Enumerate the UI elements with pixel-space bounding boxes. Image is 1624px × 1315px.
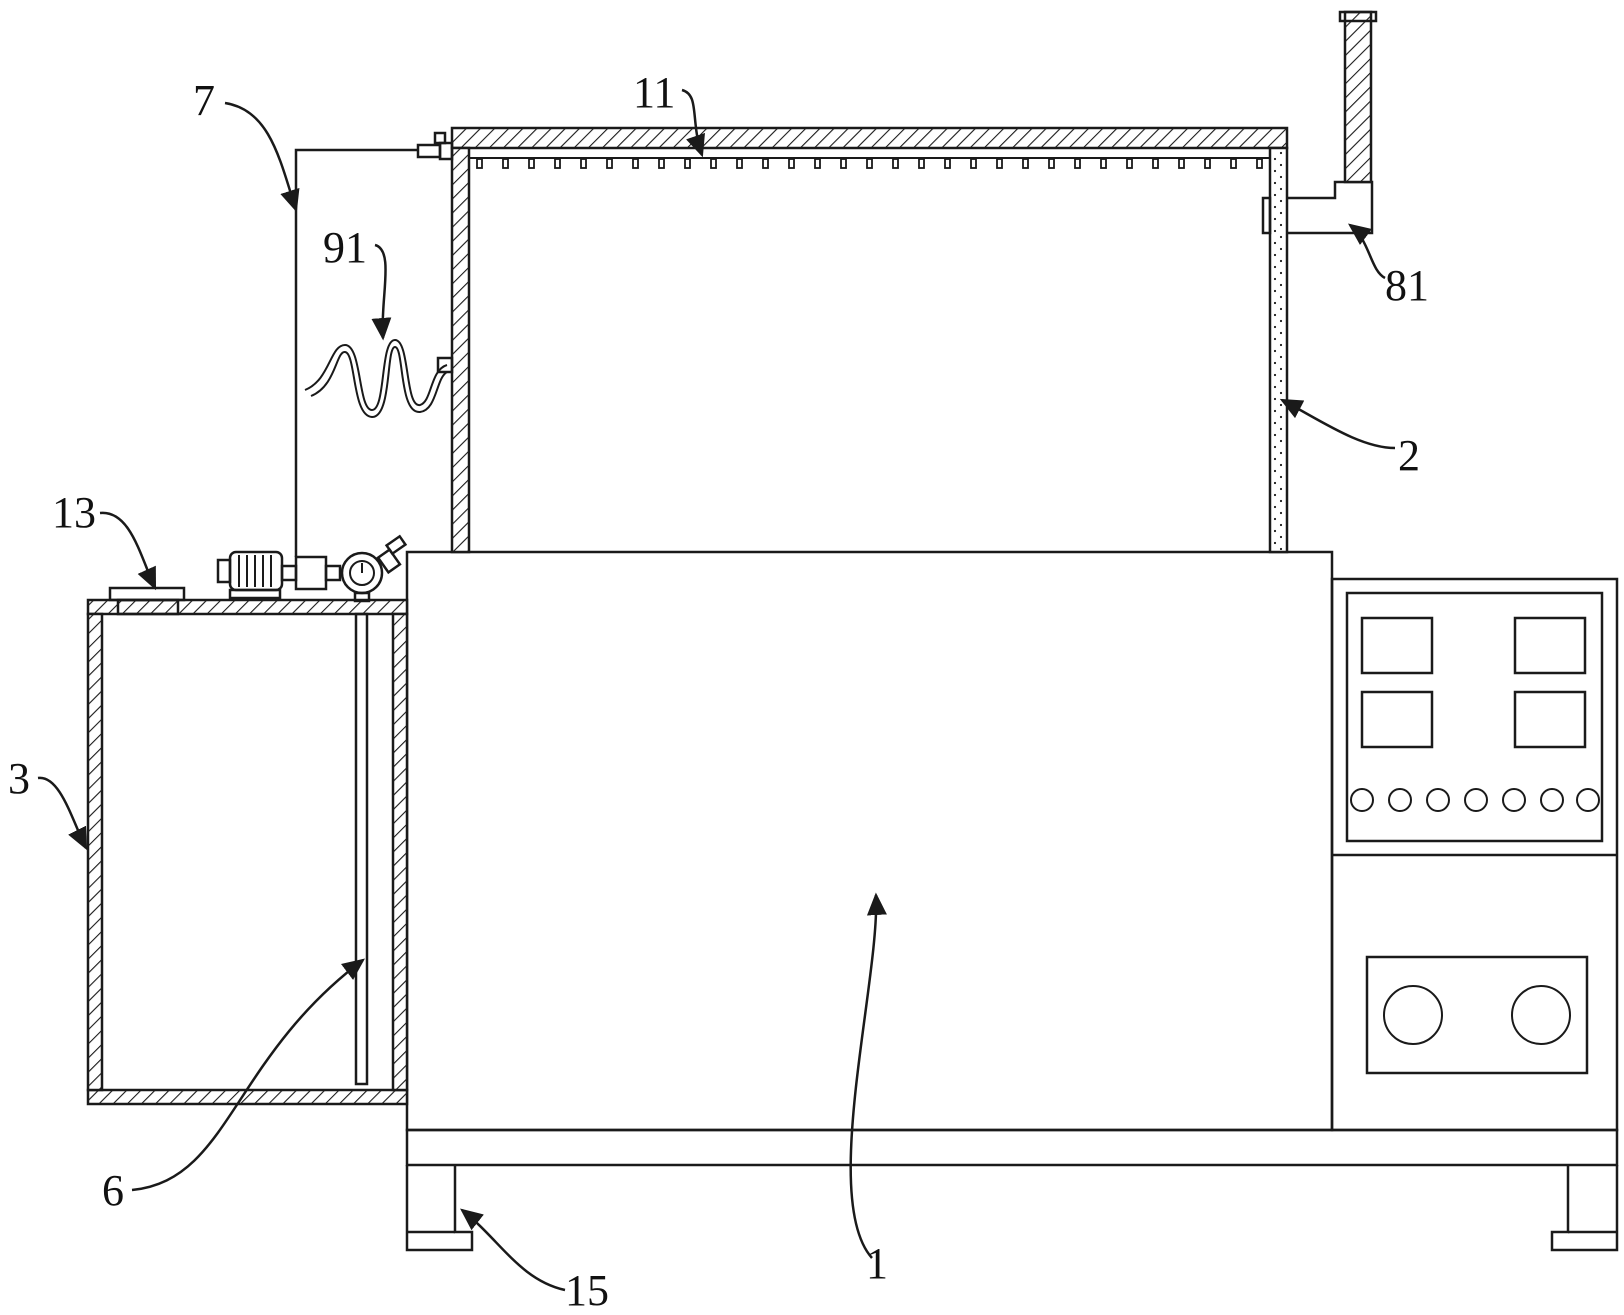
fill-cap [108, 586, 186, 602]
spray-nozzle [814, 158, 821, 169]
label-support-foot: 15 [565, 1266, 609, 1315]
label-dip-tube: 6 [102, 1166, 124, 1215]
label-top-manifold: 11 [633, 68, 675, 117]
spray-nozzle [658, 158, 665, 169]
spray-nozzle [892, 158, 899, 169]
coiled-hose [304, 338, 454, 419]
spray-nozzle [1178, 158, 1185, 169]
display-window [1513, 690, 1587, 749]
leader-7 [224, 101, 300, 213]
indicator-lights [1350, 788, 1600, 812]
leader-81 [1348, 223, 1386, 280]
dial-knob [1511, 985, 1571, 1045]
leader-11 [681, 88, 705, 158]
spray-nozzle [736, 158, 743, 169]
display-window [1360, 616, 1434, 675]
spray-nozzle [762, 158, 769, 169]
leader-13 [99, 511, 157, 591]
spray-nozzle [944, 158, 951, 169]
pump-assembly [216, 534, 408, 603]
spray-nozzle [1204, 158, 1211, 169]
spray-nozzle [684, 158, 691, 169]
base-frame [405, 1128, 1619, 1252]
spray-nozzles [476, 158, 1263, 169]
spray-nozzle [528, 158, 535, 169]
display-window [1513, 616, 1587, 675]
spray-nozzle [996, 158, 1003, 169]
spray-nozzle [1230, 158, 1237, 169]
spray-nozzle [970, 158, 977, 169]
label-exhaust-outlet: 81 [1385, 261, 1429, 310]
spray-nozzle [788, 158, 795, 169]
supply-pipe [294, 131, 454, 557]
leader-6 [131, 958, 365, 1192]
upper-chamber [450, 126, 1289, 554]
label-reservoir-tank: 3 [8, 754, 30, 803]
reference-numerals: 7 11 91 81 2 13 3 6 1 15 [8, 68, 1429, 1315]
main-body [405, 550, 1334, 1132]
label-main-body: 1 [866, 1239, 888, 1288]
spray-nozzle [476, 158, 483, 169]
label-fill-cap: 13 [52, 488, 96, 537]
leader-1 [849, 892, 887, 1259]
spray-nozzle [710, 158, 717, 169]
spray-nozzle [1048, 158, 1055, 169]
dip-tube [354, 612, 369, 1086]
spray-nozzle [840, 158, 847, 169]
spray-nozzle [918, 158, 925, 169]
leader-3 [37, 776, 88, 851]
leader-2 [1279, 398, 1396, 450]
label-supply-pipe: 7 [193, 76, 215, 125]
leader-lines [37, 88, 1396, 1292]
dial-panel [1365, 955, 1589, 1075]
spray-nozzle [502, 158, 509, 169]
display-window [1360, 690, 1434, 749]
label-upper-chamber: 2 [1398, 431, 1420, 480]
leader-91 [371, 243, 392, 341]
dial-knob [1383, 985, 1443, 1045]
spray-nozzle [1152, 158, 1159, 169]
spray-nozzle [1126, 158, 1133, 169]
spray-nozzle [866, 158, 873, 169]
spray-nozzle [1256, 158, 1263, 169]
spray-nozzle [580, 158, 587, 169]
spray-nozzle [632, 158, 639, 169]
spray-nozzle [1074, 158, 1081, 169]
leader-15 [460, 1208, 566, 1292]
spray-nozzle [606, 158, 613, 169]
spray-nozzle [1022, 158, 1029, 169]
control-panel [1345, 591, 1604, 843]
reservoir-tank [86, 586, 409, 1106]
spray-nozzle [1100, 158, 1107, 169]
spray-nozzle [554, 158, 561, 169]
exhaust-outlet [1287, 10, 1378, 235]
control-cabinet [1330, 577, 1619, 1132]
label-coiled-hose: 91 [323, 223, 367, 272]
